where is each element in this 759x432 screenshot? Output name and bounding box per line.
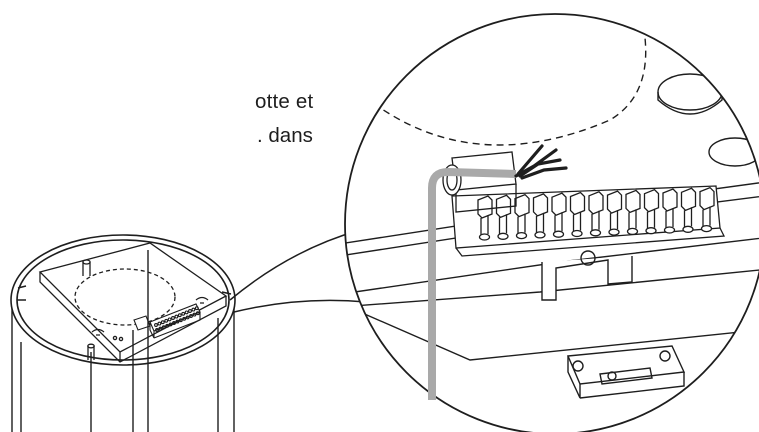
instruction-text-line-1: otte et <box>255 90 314 113</box>
terminal-pin-small <box>155 328 159 332</box>
terminal-pin-small <box>164 318 169 323</box>
terminal-pin <box>514 193 530 240</box>
terminal-pin-small <box>181 311 186 316</box>
terminal-block <box>442 151 726 257</box>
terminal-pin <box>569 191 586 238</box>
terminal-pin-small <box>160 320 165 325</box>
leader-lines <box>20 250 219 432</box>
terminal-pin-small <box>189 314 193 318</box>
terminal-pin-small <box>161 325 166 330</box>
terminal-pin <box>699 186 715 233</box>
terminal-pin <box>588 191 604 237</box>
wire-strands <box>514 144 568 180</box>
cable <box>428 167 517 400</box>
terminal-pin-small <box>174 314 179 319</box>
mounting-plate <box>38 242 228 363</box>
terminal-block-small <box>133 303 201 339</box>
zoom-callout-connector <box>229 229 367 313</box>
instruction-text-line-2: . dans <box>257 124 313 147</box>
terminal-pin-small <box>192 312 197 317</box>
terminal-pin <box>606 190 623 236</box>
terminal-pin-small <box>194 306 199 311</box>
terminal-pin-small <box>165 323 170 328</box>
terminal-pin-small <box>184 310 189 315</box>
terminal-pin <box>662 188 678 234</box>
terminal-pin-small <box>195 311 200 316</box>
terminal-pin-small <box>191 307 196 312</box>
terminal-pin-small <box>154 323 158 327</box>
terminal-pin-small <box>167 317 172 322</box>
terminal-pin <box>551 192 567 238</box>
terminal-pin-small <box>177 313 182 318</box>
terminal-pin <box>680 187 697 233</box>
terminal-pin <box>477 195 493 241</box>
terminal-pin-small <box>175 319 180 324</box>
terminal-pin <box>625 189 641 236</box>
terminal-pin-small <box>157 321 162 326</box>
magnified-detail <box>345 14 759 399</box>
terminal-pin-small <box>178 318 183 323</box>
terminal-pin-small <box>172 321 176 325</box>
terminal-pin-small <box>158 326 163 331</box>
terminal-pin <box>532 193 549 239</box>
terminal-pin-small <box>171 316 175 320</box>
terminal-pin-small <box>185 315 190 320</box>
terminal-pin-small <box>182 316 187 321</box>
terminal-pin-small <box>188 309 192 313</box>
terminal-pin-small <box>168 322 173 327</box>
terminal-pin <box>495 194 512 240</box>
terminal-pin <box>643 188 660 235</box>
